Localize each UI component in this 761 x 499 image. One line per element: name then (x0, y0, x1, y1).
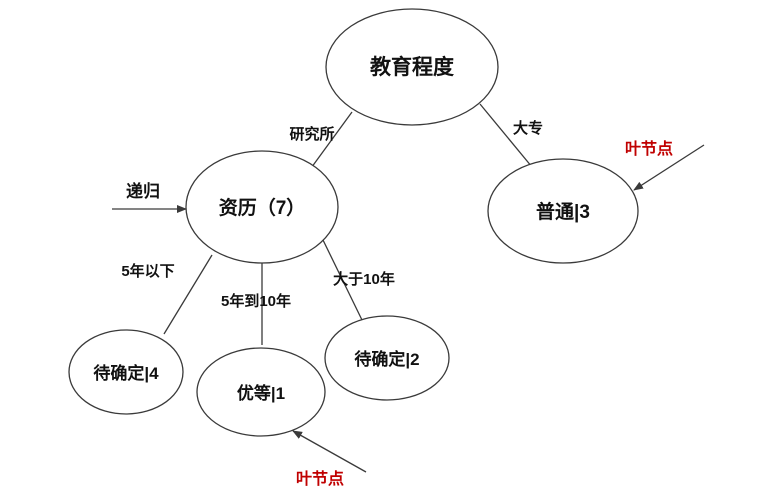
edge-seniority-to-pending4 (163, 254, 213, 335)
normal-node-label: 普通|3 (536, 200, 590, 223)
edge-label-5to10: 5年到10年 (221, 292, 291, 310)
edge-label-college: 大专 (513, 119, 543, 137)
leaf-label-bottom: 叶节点 (296, 469, 344, 488)
leaf-arrow-bottom (292, 430, 367, 473)
edge-label-under5: 5年以下 (121, 262, 174, 280)
node-seniority (185, 150, 339, 264)
node-normal (487, 158, 639, 264)
root-label: 教育程度 (370, 55, 454, 79)
leaf-arrow-right (633, 144, 705, 191)
pending4-node-label: 待确定|4 (93, 363, 159, 383)
edge-root-to-seniority (305, 111, 353, 176)
edge-seniority-to-pending2 (322, 239, 363, 321)
edge-label-over10: 大于10年 (333, 270, 395, 288)
edge-root-to-normal (479, 103, 533, 168)
node-pending-4 (68, 329, 184, 415)
node-excellent (196, 347, 326, 437)
seniority-node-label: 资历（7） (219, 196, 306, 219)
edge-label-graduate: 研究所 (289, 125, 334, 143)
node-root (325, 8, 499, 126)
leaf-label-right: 叶节点 (625, 139, 673, 158)
recursion-label: 递归 (126, 181, 160, 201)
excellent-node-label: 优等|1 (237, 383, 285, 403)
node-pending-2 (324, 315, 450, 401)
pending2-node-label: 待确定|2 (354, 349, 419, 369)
